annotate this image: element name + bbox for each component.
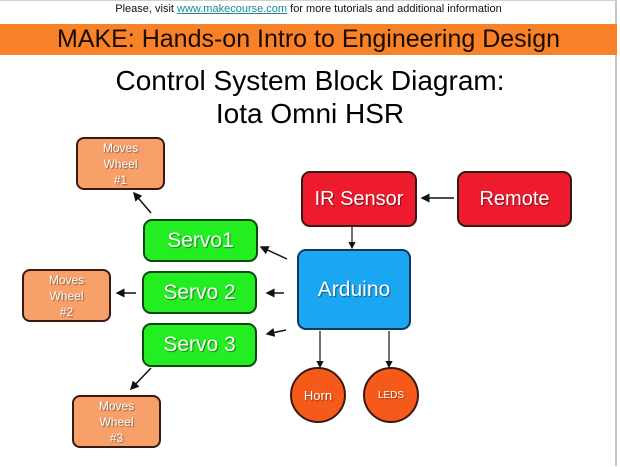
wheel1-line-1: Moves (102, 140, 139, 155)
wheel1-line-2: Wheel (103, 156, 138, 171)
slide-title: Control System Block Diagram: Iota Omni … (0, 64, 620, 130)
horn-node: Horn (290, 367, 346, 423)
visit-suffix: for more tutorials and additional inform… (287, 3, 502, 15)
wheel3-line-3: #3 (109, 430, 124, 445)
remote-block: Remote (457, 171, 572, 227)
wheel2-line-1: Moves (48, 272, 85, 287)
wheel1-line-3: #1 (113, 172, 128, 187)
wheel2-block: Moves Wheel #2 (22, 269, 111, 322)
wheel1-block: Moves Wheel #1 (76, 137, 165, 190)
servo3-block: Servo 3 (142, 323, 257, 367)
title-line-2: Iota Omni HSR (215, 98, 405, 129)
ir-sensor-block: IR Sensor (301, 171, 417, 227)
edge-servo3-to-wheel3 (129, 367, 152, 391)
servo1-block: Servo1 (143, 219, 258, 262)
wheel2-line-2: Wheel (49, 288, 84, 303)
wheel2-line-3: #2 (59, 304, 74, 319)
leds-node: LEDS (363, 367, 419, 423)
course-banner: MAKE: Hands-on Intro to Engineering Desi… (0, 24, 617, 55)
wheel3-line-1: Moves (98, 398, 135, 413)
servo2-block: Servo 2 (142, 271, 257, 314)
visit-notice: Please, visit www.makecourse.com for mor… (0, 3, 617, 15)
edge-servo1-to-wheel1 (133, 191, 152, 214)
makecourse-link[interactable]: www.makecourse.com (177, 3, 288, 15)
title-line-1: Control System Block Diagram: (115, 65, 505, 96)
edge-arduino-to-servo3 (265, 328, 287, 337)
arduino-block: Arduino (297, 249, 411, 330)
wheel3-line-2: Wheel (99, 414, 134, 429)
wheel3-block: Moves Wheel #3 (72, 395, 161, 448)
visit-prefix: Please, visit (115, 3, 178, 15)
edge-arduino-to-servo1 (259, 246, 288, 260)
